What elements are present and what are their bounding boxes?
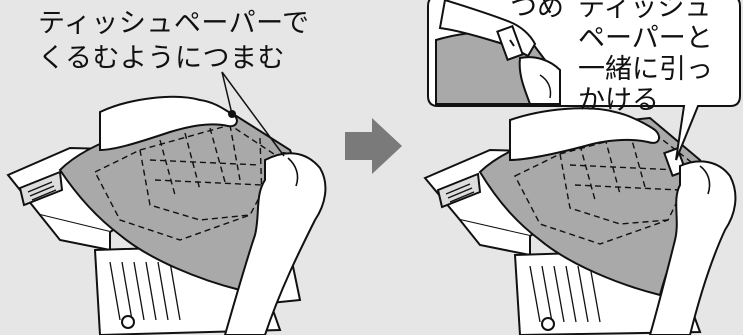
left-caption-line-1: ティッシュペーパーで	[38, 6, 310, 41]
left-caption: ティッシュペーパーで くるむようにつまむ	[38, 6, 310, 76]
left-illustration	[8, 72, 325, 335]
left-caption-line-2: くるむようにつまむ	[38, 41, 310, 76]
callout-caption: ティッシュ ペーパーと 一緒に引っ かける	[578, 0, 713, 116]
callout-caption-line-2: ペーパーと	[578, 23, 713, 54]
callout-caption-line-1: ティッシュ	[578, 0, 713, 23]
right-arrow-icon	[345, 118, 402, 174]
callout-caption-line-4: かける	[578, 85, 713, 116]
callout-caption-line-3: 一緒に引っ	[578, 54, 713, 85]
callout-tsume-label: つめ	[510, 0, 564, 23]
